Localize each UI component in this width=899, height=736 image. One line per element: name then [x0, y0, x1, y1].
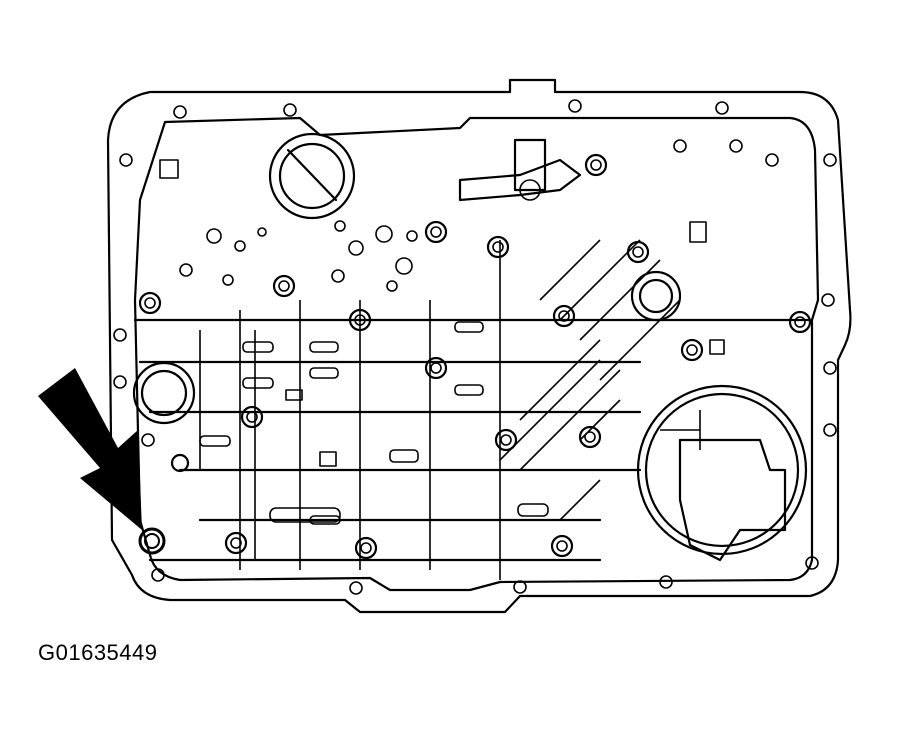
bolt-icon — [138, 527, 166, 555]
accumulator-bore-left — [132, 361, 196, 425]
valve-channels — [133, 240, 812, 580]
diagonal-ribs — [499, 239, 681, 521]
arrow-pointer-icon — [38, 368, 142, 530]
gasket-holes — [113, 99, 837, 595]
filter-bore — [636, 384, 808, 562]
outer-gasket-outline — [106, 78, 852, 614]
spool-slots — [159, 159, 725, 525]
accumulator-bore-top — [268, 132, 356, 220]
solenoid-assembly — [458, 138, 582, 202]
figure-id-label: G01635449 — [38, 640, 158, 665]
valve-body-plate — [133, 116, 820, 592]
port-holes — [179, 220, 418, 292]
accumulator-bore-center — [630, 270, 682, 322]
mounting-bolts — [138, 153, 812, 560]
